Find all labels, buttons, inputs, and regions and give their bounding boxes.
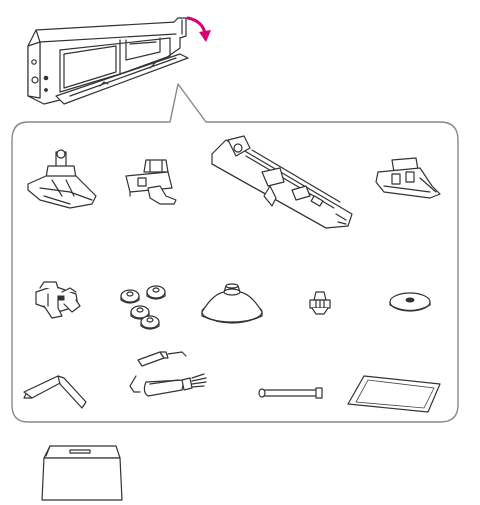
- zipper-foot-icon: [125, 159, 177, 205]
- seam-ripper-and-brush-icon: [129, 351, 207, 397]
- buttonhole-foot-icon: [211, 135, 353, 229]
- screw-hole-icon: [31, 59, 37, 65]
- accessory-tray: [55, 53, 189, 105]
- screwdriver-icon: [23, 375, 87, 409]
- open-direction-arrow: [186, 16, 211, 42]
- blind-hem-foot-icon: [35, 281, 81, 319]
- spool-pin-icon: [258, 387, 323, 399]
- bobbins-icon: [120, 285, 166, 330]
- spool-cap-icon: [201, 283, 263, 324]
- spool-felt-icon: [389, 292, 431, 312]
- all-purpose-presser-foot-icon: [27, 149, 97, 209]
- spool-pin-cap-icon: [309, 291, 331, 315]
- callout-frame: [11, 83, 459, 423]
- needle-pack-icon: [347, 375, 441, 413]
- dust-cover-icon: [41, 445, 123, 501]
- storage-box: [27, 17, 187, 105]
- button-sewing-foot-icon: [375, 157, 441, 199]
- screw-hole-icon: [31, 76, 39, 84]
